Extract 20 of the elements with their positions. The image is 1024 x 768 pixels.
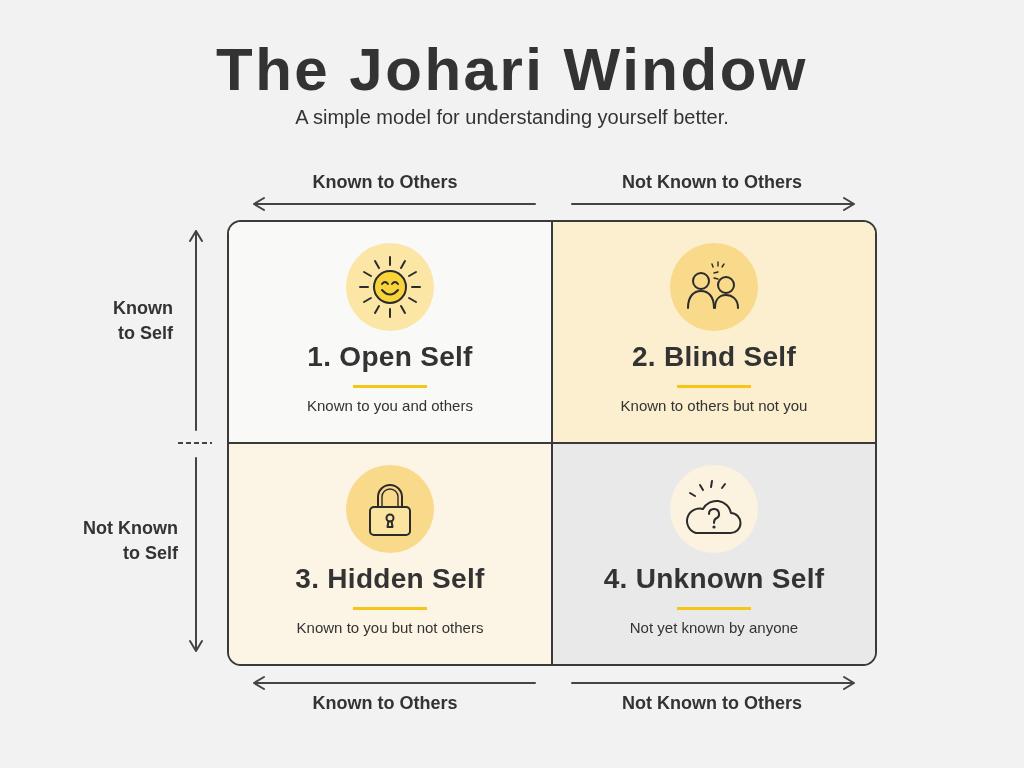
axis-label: Not Known to Others bbox=[622, 692, 802, 715]
axis-label: Known to Others bbox=[312, 692, 458, 715]
quadrant-title: 4. Unknown Self bbox=[603, 562, 825, 596]
quadrant-title: 2. Blind Self bbox=[631, 340, 797, 374]
axis-label: Not Known to Others bbox=[622, 171, 802, 194]
quadrant-description: Known to you but not others bbox=[296, 618, 484, 638]
quadrant-description: Not yet known by anyone bbox=[629, 618, 799, 638]
quadrant-panel bbox=[229, 222, 553, 444]
quadrant-title: 1. Open Self bbox=[307, 340, 473, 374]
quadrant-panel bbox=[553, 222, 875, 444]
quadrant-description: Known to others but not you bbox=[620, 396, 808, 416]
quadrant-description: Known to you and others bbox=[307, 396, 473, 416]
diagram-title: The Johari Window bbox=[216, 36, 808, 104]
quadrant-panel bbox=[229, 444, 553, 664]
quadrant-panel bbox=[553, 444, 875, 664]
quadrant-title: 3. Hidden Self bbox=[295, 562, 485, 596]
subtitle: A simple model for understanding yourself better. bbox=[295, 105, 729, 130]
axis-label: Known to Others bbox=[312, 171, 458, 194]
axis-label: Known to Self bbox=[112, 297, 173, 345]
axis-label: Not Known to Self bbox=[82, 517, 178, 565]
